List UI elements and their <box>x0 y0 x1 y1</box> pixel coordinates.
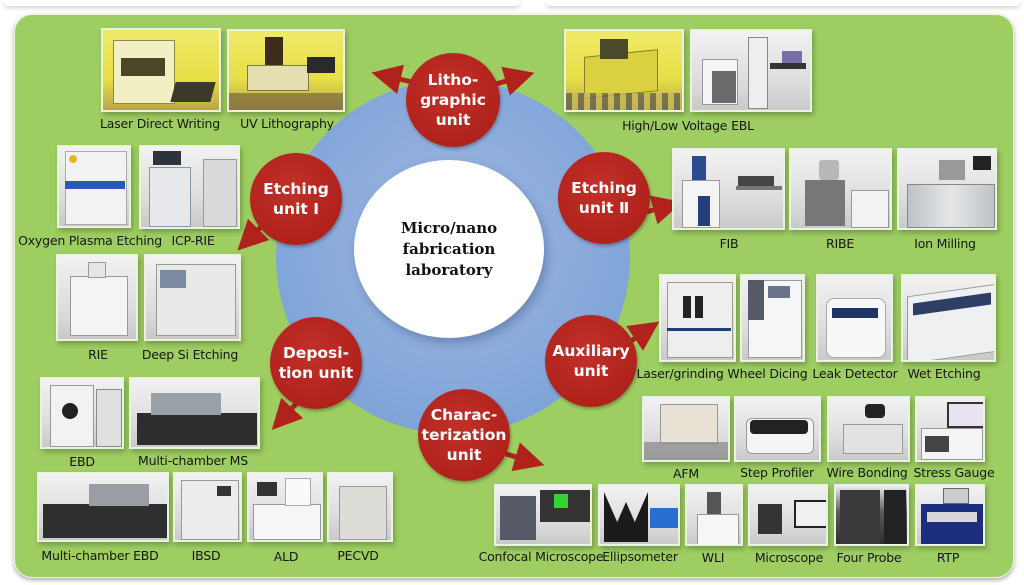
label-rie: RIE <box>88 347 108 362</box>
unit-etching-2: Etching unit Ⅱ <box>558 152 650 244</box>
photo-deep-si-etching <box>144 254 241 341</box>
label-high-low-voltage-ebl: High/Low Voltage EBL <box>622 118 754 133</box>
photo-laser-dicing <box>659 274 736 362</box>
label-pecvd: PECVD <box>337 548 379 563</box>
label-leak-detector: Leak Detector <box>812 366 898 381</box>
photo-ellipsometer <box>598 484 680 546</box>
label-icp-rie: ICP-RIE <box>171 233 215 248</box>
photo-ald <box>247 472 323 542</box>
label-uv-lithography: UV Lithography <box>240 116 334 131</box>
unit-auxiliary: Auxiliary unit <box>545 315 637 407</box>
label-step-profiler: Step Profiler <box>740 465 814 480</box>
photo-icp-rie <box>139 145 240 229</box>
photo-afm <box>642 396 730 462</box>
photo-multi-chamber-ms <box>129 377 260 449</box>
photo-wli <box>685 484 743 546</box>
photo-leak-detector <box>816 274 893 362</box>
label-ibsd: IBSD <box>191 548 221 563</box>
label-laser-direct-writing: Laser Direct Writing <box>100 116 220 131</box>
photo-wheel-dicing <box>740 274 805 362</box>
photo-rtp <box>915 484 985 546</box>
label-wire-bonding: Wire Bonding <box>826 465 908 480</box>
photo-wire-bonding <box>827 396 910 462</box>
photo-ebd <box>40 377 124 449</box>
label-wet-etching: Wet Etching <box>907 366 981 381</box>
photo-wet-etching <box>901 274 996 362</box>
label-ellipsometer: Ellipsometer <box>602 549 678 564</box>
photo-four-probe <box>834 484 909 546</box>
photo-rie <box>56 254 138 341</box>
photo-ibsd <box>173 472 242 542</box>
label-ebd: EBD <box>69 454 95 469</box>
photo-stress-gauge <box>915 396 985 462</box>
unit-deposition: Deposi- tion unit <box>270 317 362 409</box>
label-multi-chamber-ms: Multi-chamber MS <box>138 453 248 468</box>
label-afm: AFM <box>673 466 699 481</box>
photo-ribe <box>789 148 892 230</box>
label-rtp: RTP <box>936 550 960 565</box>
lab-center-title: Micro/nano fabrication laboratory <box>400 218 498 279</box>
photo-ion-milling <box>897 148 997 230</box>
label-four-probe: Four Probe <box>836 550 902 565</box>
photo-microscope <box>748 484 828 546</box>
photo-fib <box>672 148 785 230</box>
label-multi-chamber-ebd: Multi-chamber EBD <box>41 548 159 563</box>
photo-pecvd <box>327 472 393 542</box>
photo-uv-lithography <box>227 29 345 112</box>
label-stress-gauge: Stress Gauge <box>913 465 995 480</box>
label-laser-grinding-wheel-dicing: Laser/grinding Wheel Dicing <box>636 366 808 381</box>
photo-laser-direct-writing <box>101 28 221 112</box>
label-ion-milling: Ion Milling <box>914 236 976 251</box>
label-confocal-microscope: Confocal Microscope <box>478 549 604 564</box>
photo-low-voltage-ebl <box>690 29 812 112</box>
label-ribe: RIBE <box>825 236 855 251</box>
photo-step-profiler <box>734 396 821 462</box>
label-deep-si-etching: Deep Si Etching <box>141 347 239 362</box>
photo-confocal-microscope <box>494 484 592 546</box>
unit-lithographic: Litho- graphic unit <box>406 53 500 147</box>
label-ald: ALD <box>273 549 299 564</box>
unit-characterization: Charac- terization unit <box>418 389 510 481</box>
label-fib: FIB <box>719 236 739 251</box>
top-bar-left <box>4 0 520 6</box>
label-wli: WLI <box>701 550 725 565</box>
photo-oxygen-plasma-etching <box>57 145 131 228</box>
photo-multi-chamber-ebd <box>37 472 169 542</box>
label-oxygen-plasma-etching: Oxygen Plasma Etching <box>18 233 162 248</box>
lab-center: Micro/nano fabrication laboratory <box>354 160 544 338</box>
unit-etching-1: Etching unit Ⅰ <box>250 153 342 245</box>
top-bar-right <box>546 0 1020 6</box>
label-microscope: Microscope <box>754 550 824 565</box>
photo-high-voltage-ebl <box>564 29 684 112</box>
